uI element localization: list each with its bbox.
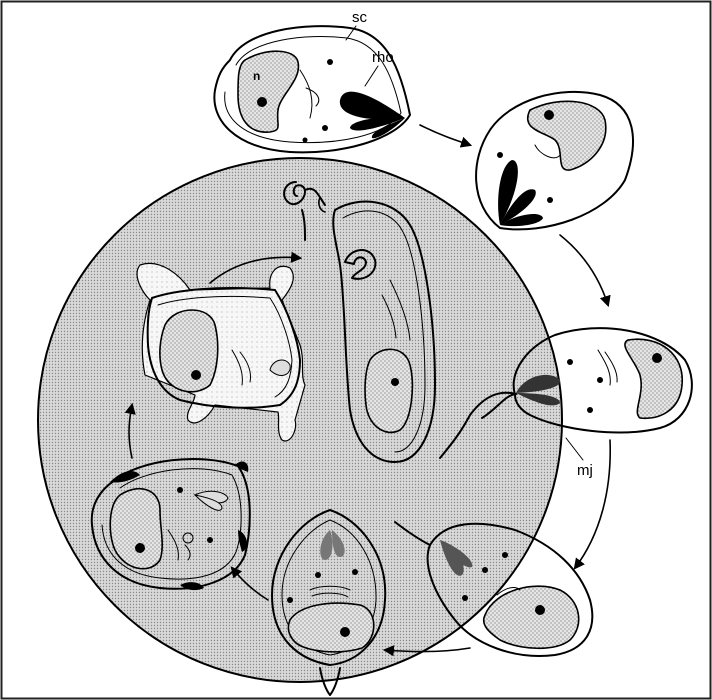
label-rho: rho — [372, 49, 394, 66]
label-sc: sc — [352, 9, 368, 26]
label-mj: mj — [577, 462, 593, 479]
nucleus-icon — [160, 310, 218, 392]
nucleus-icon — [288, 603, 373, 652]
host-cell — [38, 158, 562, 682]
nucleus-icon — [365, 349, 412, 432]
label-n: n — [253, 69, 260, 83]
